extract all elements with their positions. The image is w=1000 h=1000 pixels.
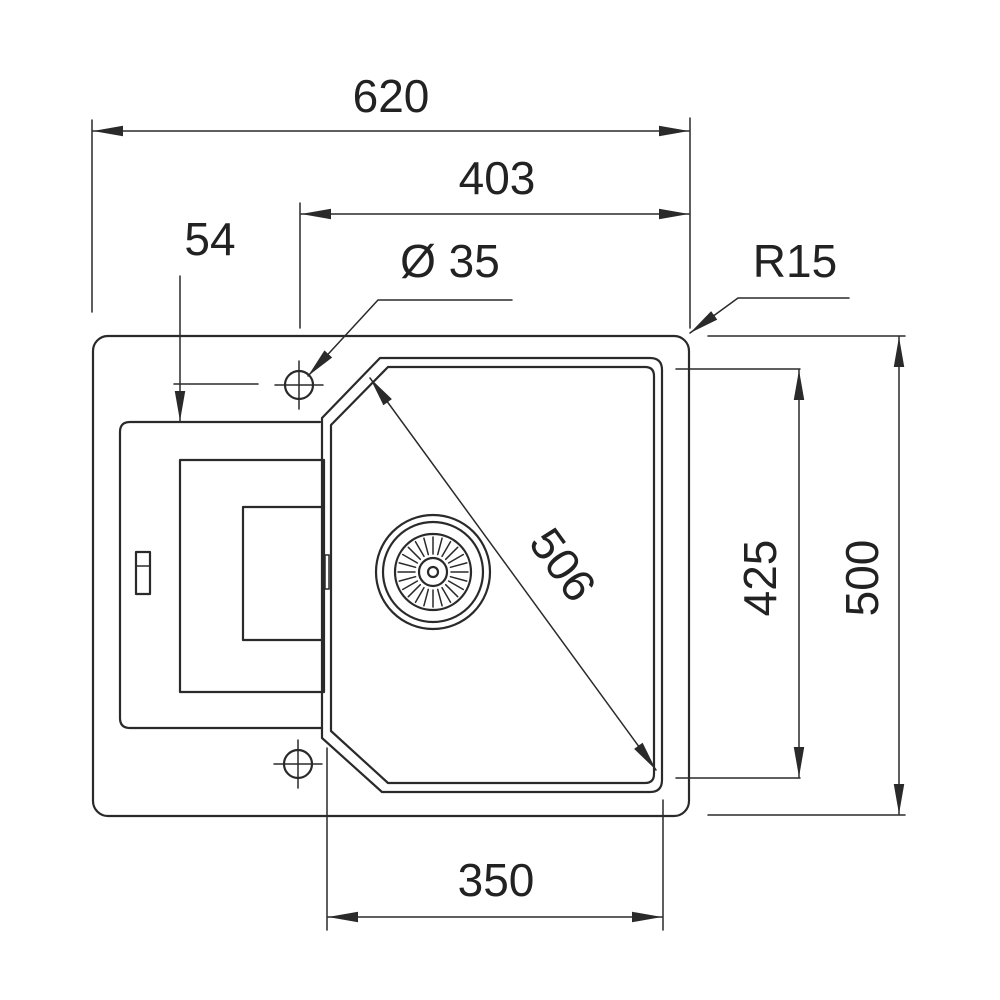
strainer-slot [407, 583, 422, 598]
label-tap-hole-diameter: Ø 35 [400, 235, 500, 287]
strainer-slot [447, 580, 465, 591]
strainer-slot [449, 562, 468, 569]
dim-line-506-diagonal [369, 377, 657, 771]
strainer-slot [449, 575, 468, 582]
overflow-slot-icon [134, 550, 152, 596]
bowl-inner-outline [329, 365, 656, 785]
strainer-spokes [397, 536, 469, 608]
strainer-slot [444, 546, 459, 561]
tap-hole-icon [274, 360, 324, 410]
label-overall-depth: 500 [836, 540, 888, 617]
strainer-slot [407, 546, 422, 561]
drain-strainer-icon [374, 513, 492, 631]
strainer-slot [398, 562, 417, 569]
strainer-slot [436, 588, 443, 607]
strainer-slot [441, 540, 452, 558]
label-bowl-diagonal: 506 [519, 518, 606, 611]
strainer-slot [414, 540, 425, 558]
label-corner-radius: R15 [753, 235, 837, 287]
strainer-slot [414, 586, 425, 604]
strainer-slot [398, 575, 417, 582]
tap-hole-icon-lower [273, 739, 323, 789]
label-bowl-offset-width: 403 [459, 152, 536, 204]
strainer-slot [436, 537, 443, 556]
bowl-outer-outline [320, 356, 664, 794]
label-bowl-width: 350 [458, 854, 535, 906]
strainer-slot [441, 586, 452, 604]
strainer-slot [447, 553, 465, 564]
strainer-slot [444, 583, 459, 598]
sink-outline [91, 334, 691, 818]
strainer-slot [423, 537, 430, 556]
leader-diameter [307, 299, 513, 377]
bowl-edge-mark [324, 554, 330, 590]
leader-radius [689, 297, 850, 334]
label-bowl-depth: 425 [734, 540, 786, 617]
strainer-slot [401, 580, 419, 591]
drainer-outline [118, 420, 324, 730]
drainer-ridge-inner [241, 505, 325, 642]
label-tap-hole-offset: 54 [184, 213, 235, 265]
drainer-ridge-outer [178, 458, 326, 694]
strainer-slot [423, 588, 430, 607]
strainer-slot [401, 553, 419, 564]
label-overall-width: 620 [353, 70, 430, 122]
